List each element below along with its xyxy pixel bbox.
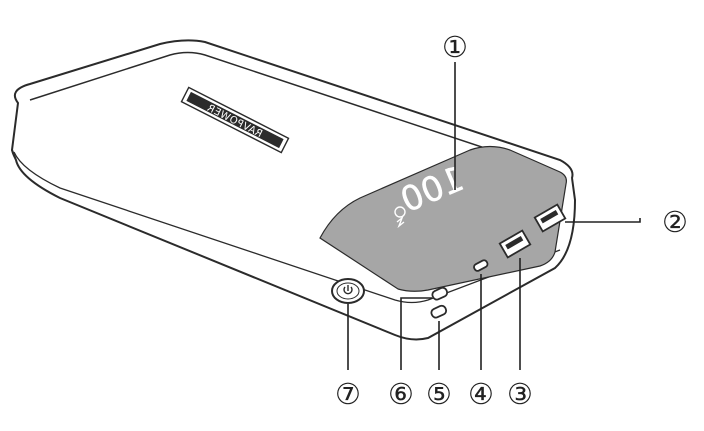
usb-c-port-lower[interactable] [430,304,448,319]
display-panel [319,145,567,292]
usb-a-port-top[interactable] [533,203,567,233]
callout-3: ③ [507,377,533,411]
callout-6: ⑥ [388,377,414,411]
micro-usb-port[interactable] [473,259,489,272]
power-bank-bevel [29,51,546,169]
callout-5: ⑤ [426,377,452,411]
usb-a-port-lower[interactable] [498,229,532,259]
callout-1: ① [442,30,468,64]
callout-7: ⑦ [335,377,361,411]
power-icon [343,285,353,295]
usb-c-port-upper[interactable] [431,286,449,301]
power-button[interactable] [331,278,365,304]
callout-line-2 [565,218,641,223]
callout-line-6 [400,297,432,370]
callout-lines [347,62,641,370]
callout-2: ② [662,205,688,239]
charging-indicator-icon [394,206,406,229]
power-bank-edge [13,151,561,304]
callout-4: ④ [468,377,494,411]
